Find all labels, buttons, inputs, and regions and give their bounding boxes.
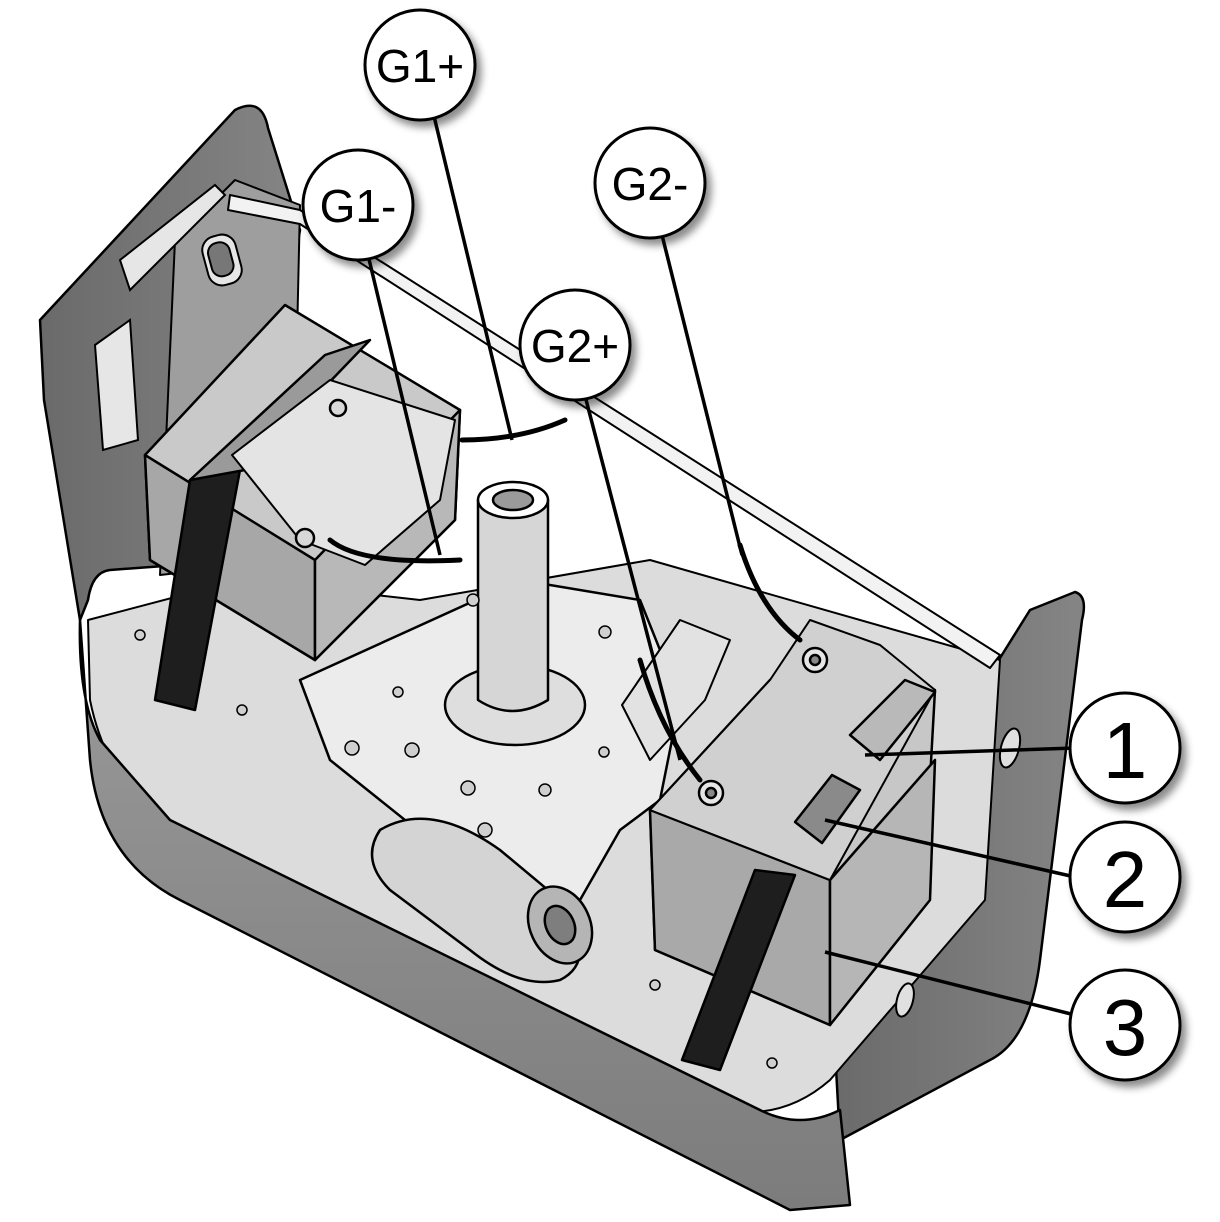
gearbox: [134, 480, 778, 1069]
wires: [327, 417, 803, 783]
callout-g2-minus: G2-: [593, 126, 707, 240]
callout-g1-minus: G1-: [301, 148, 415, 262]
callout-2: 2: [1068, 820, 1182, 934]
leader-g1-plus: [431, 111, 514, 441]
callouts: G1+ G1- G2- G2+ 1 2 3: [301, 8, 1182, 1082]
callout-g2-minus-label: G2-: [612, 158, 689, 210]
wire-g1-minus: [327, 537, 463, 564]
back-rim: [227, 194, 1001, 669]
callout-1: 1: [1068, 691, 1182, 805]
callout-g1-plus-label: G1+: [376, 40, 464, 92]
callout-2-label: 2: [1103, 835, 1148, 924]
left-panel-details: [93, 183, 243, 452]
leader-g2-plus: [582, 391, 682, 761]
callout-g2-plus: G2+: [518, 288, 632, 402]
housing-front: [78, 618, 852, 1212]
leader-g1-minus: [366, 254, 442, 556]
callout-g1-plus: G1+: [363, 8, 477, 122]
battery-right: [621, 619, 937, 1072]
leader-lines: [366, 111, 1076, 1017]
leader-3: [824, 950, 1076, 1017]
callout-1-label: 1: [1103, 706, 1148, 795]
callout-3-label: 3: [1103, 983, 1148, 1072]
callout-g2-plus-label: G2+: [531, 320, 619, 372]
wire-g2-plus: [637, 657, 703, 783]
leader-1: [864, 746, 1076, 757]
callout-3: 3: [1068, 968, 1182, 1082]
battery-left: [143, 303, 462, 712]
leader-2: [824, 818, 1076, 879]
battery-right-strap: [680, 868, 797, 1072]
gear-motor: [370, 817, 582, 984]
shaft: [476, 498, 550, 713]
wire-g1-plus: [459, 417, 568, 443]
callout-g1-minus-label: G1-: [320, 180, 397, 232]
wire-g2-minus: [737, 542, 803, 643]
leader-g2-minus: [660, 234, 744, 556]
